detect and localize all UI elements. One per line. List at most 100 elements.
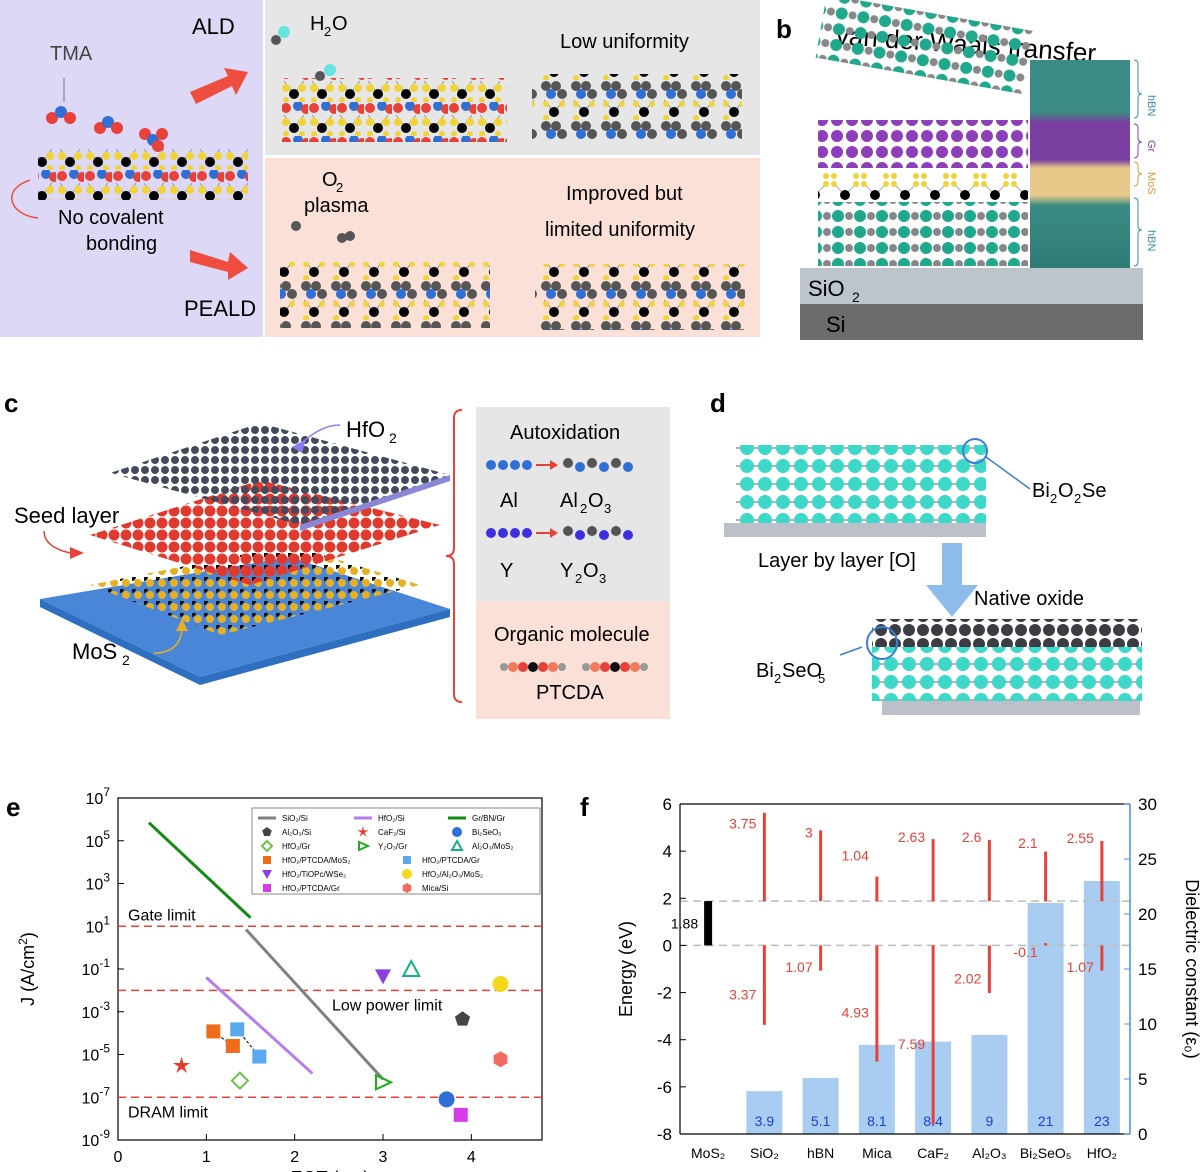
y-tick-label: 103: [86, 871, 111, 894]
dielectric-label: 5.1: [811, 1113, 831, 1129]
limit-label: DRAM limit: [128, 1104, 209, 1121]
svg-text:2: 2: [1074, 491, 1081, 506]
category-label: Bi₂SeO₅: [1020, 1145, 1072, 1161]
point: [493, 1051, 508, 1068]
svg-text:2: 2: [324, 24, 331, 39]
category-label: hBN: [807, 1145, 834, 1161]
point: [230, 1022, 245, 1037]
legend-swatch: [262, 870, 272, 879]
svg-text:O: O: [332, 13, 348, 35]
panel-b-letter: b: [776, 14, 792, 44]
legend-label: Mica/Si: [422, 884, 448, 893]
chart-f: 3.95.18.18.4921231.883.7531.042.632.62.1…: [616, 795, 1200, 1161]
svg-text:Autoxidation: Autoxidation: [510, 422, 620, 444]
svg-text:Al: Al: [560, 490, 578, 512]
y-tick-label: -4: [657, 1031, 672, 1050]
y-tick-label: -8: [657, 1125, 672, 1144]
dielectric-bar: [746, 1091, 783, 1134]
vbo-label: 7.59: [898, 1036, 925, 1052]
chart-e: 0123410-910-710-510-310-1101103105107EOT…: [16, 785, 543, 1172]
vbo-label: 1.07: [785, 959, 812, 975]
category-label: SiO₂: [750, 1145, 779, 1161]
oxidation-arrow: [926, 543, 978, 617]
point: [225, 1038, 240, 1053]
svg-text:Y: Y: [560, 560, 573, 582]
panel-d: Bi 2 O 2 Se Layer by layer [O] Native ox…: [724, 438, 1142, 715]
y-tick-label: 10-9: [82, 1127, 111, 1150]
point: [230, 1071, 250, 1091]
legend-label: HfO₂/PTCDA/Gr: [422, 856, 480, 865]
point: [454, 1011, 471, 1026]
series-line: [244, 928, 385, 1081]
cbo-label: 2.55: [1067, 830, 1094, 846]
point: [438, 1091, 455, 1108]
svg-text:Al: Al: [500, 490, 518, 512]
svg-text:Organic molecule: Organic molecule: [494, 624, 650, 646]
legend-swatch: [402, 883, 412, 893]
point: [492, 975, 509, 992]
legend-label: Y₂O₃/Gr: [378, 842, 407, 851]
panel-c: HfO 2 Seed layer MoS 2 Autoxidation Al A…: [14, 407, 670, 719]
svg-text:Gr: Gr: [1145, 140, 1157, 153]
svg-text:O: O: [322, 169, 338, 191]
vbo-label: 4.93: [842, 1005, 869, 1021]
category-label: MoS₂: [691, 1145, 725, 1161]
point: [252, 1049, 267, 1064]
legend-label: CaF₂/Si: [378, 828, 406, 837]
dielectric-bar: [1027, 903, 1064, 1134]
svg-text:3: 3: [599, 571, 606, 586]
sio2-layer: [800, 268, 1143, 304]
cbo-label: 2.1: [1018, 835, 1038, 851]
svg-text:HfO: HfO: [346, 417, 385, 442]
panel-b: van der Waals transfer hBN Gr MoS hBN Si…: [800, 0, 1157, 340]
svg-text:2: 2: [389, 430, 397, 446]
legend-swatch: [402, 869, 412, 879]
peald-label: PEALD: [184, 296, 256, 321]
y2-tick-label: 15: [1138, 960, 1157, 979]
legend-swatch: [403, 856, 411, 864]
x-tick-label: 2: [290, 1149, 299, 1166]
svg-text:Bi: Bi: [756, 660, 774, 682]
svg-text:Se: Se: [1082, 480, 1106, 502]
cbo-label: 1.04: [842, 848, 869, 864]
svg-text:2: 2: [122, 652, 130, 668]
y-tick-label: 10-7: [82, 1084, 111, 1107]
y2-tick-label: 0: [1138, 1125, 1147, 1144]
y-tick-label: 10-1: [82, 956, 111, 979]
x-axis-label: EOT (nm): [291, 1168, 370, 1172]
y-tick-label: 2: [663, 889, 672, 908]
ald-arrow: [190, 68, 248, 104]
y-tick-label: 107: [86, 785, 111, 808]
si-layer: [800, 304, 1143, 340]
y-tick-label: 10-3: [82, 999, 111, 1022]
panel-d-letter: d: [710, 388, 726, 418]
y2-tick-label: 5: [1138, 1070, 1147, 1089]
svg-text:2: 2: [575, 571, 582, 586]
legend-swatch: [263, 884, 271, 892]
y-tick-label: -2: [657, 984, 672, 1003]
improved-label: Improved but: [566, 183, 683, 205]
y-tick-label: 4: [663, 842, 672, 861]
svg-text:3: 3: [604, 501, 611, 516]
x-tick-label: 0: [114, 1149, 123, 1166]
cbo-label: 2.63: [898, 829, 925, 845]
panel-e-letter: e: [6, 792, 21, 822]
vbo-label: -0.1: [1014, 944, 1038, 960]
legend-box: [251, 807, 541, 895]
legend-label: Bi₂SeO₅: [472, 828, 501, 837]
legend-label: HfO₂/PTCDA/MoS₂: [282, 856, 350, 865]
svg-text:H: H: [310, 13, 324, 35]
svg-text:O: O: [583, 560, 599, 582]
layer-by-layer-label: Layer by layer [O]: [758, 550, 916, 572]
point: [375, 969, 391, 985]
dielectric-label: 3.9: [755, 1113, 775, 1129]
legend-label: HfO₂/Si: [378, 814, 405, 823]
low-uniformity-label: Low uniformity: [560, 31, 689, 53]
category-label: Mica: [862, 1145, 892, 1161]
y-tick-label: 0: [663, 936, 672, 955]
y2-tick-label: 25: [1138, 850, 1157, 869]
svg-text:2: 2: [336, 180, 343, 195]
legend-label: HfO₂/Al₂O₃/MoS₂: [422, 870, 483, 879]
category-label: HfO₂: [1087, 1145, 1117, 1161]
svg-text:Y: Y: [500, 560, 513, 582]
